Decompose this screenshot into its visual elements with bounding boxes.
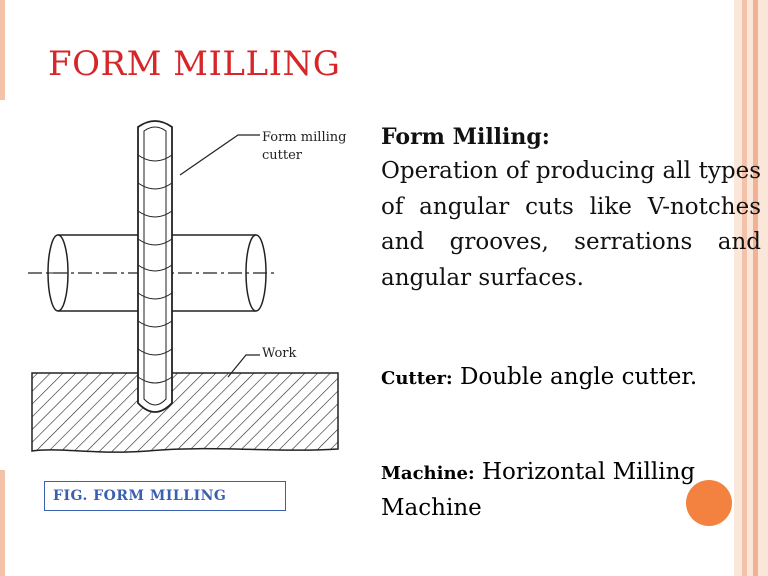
cutter-value: Double angle cutter. bbox=[459, 364, 698, 390]
work-leader-line bbox=[227, 354, 260, 378]
right-decor-stripes bbox=[734, 0, 768, 576]
definition-heading: Form Milling: bbox=[381, 124, 550, 150]
cutter-label-line1: Form milling bbox=[262, 130, 346, 145]
work-piece bbox=[31, 372, 339, 453]
cutter-label: Cutter: bbox=[381, 368, 453, 389]
machine-info: Machine: Horizontal Milling Machine bbox=[381, 455, 701, 526]
accent-dot bbox=[686, 480, 732, 526]
work-label: Work bbox=[262, 346, 297, 361]
cutter-leader-line bbox=[179, 134, 260, 176]
left-decor-bar-bottom bbox=[0, 470, 5, 576]
definition-text: Operation of producing all types of angu… bbox=[381, 158, 761, 291]
left-decor-bar-top bbox=[0, 0, 5, 100]
machine-label: Machine: bbox=[381, 463, 475, 484]
machine-value: Horizontal Milling Machine bbox=[381, 459, 696, 521]
figure-caption: FIG. FORM MILLING bbox=[44, 481, 286, 511]
slide-title: FORM MILLING bbox=[48, 44, 341, 84]
definition-block: Form Milling: Operation of producing all… bbox=[381, 120, 761, 296]
cutter-info: Cutter: Double angle cutter. bbox=[381, 360, 701, 396]
form-milling-cutter bbox=[137, 120, 173, 413]
form-milling-figure: Form milling cutter Work bbox=[28, 120, 346, 453]
cutter-label-line2: cutter bbox=[262, 148, 303, 163]
